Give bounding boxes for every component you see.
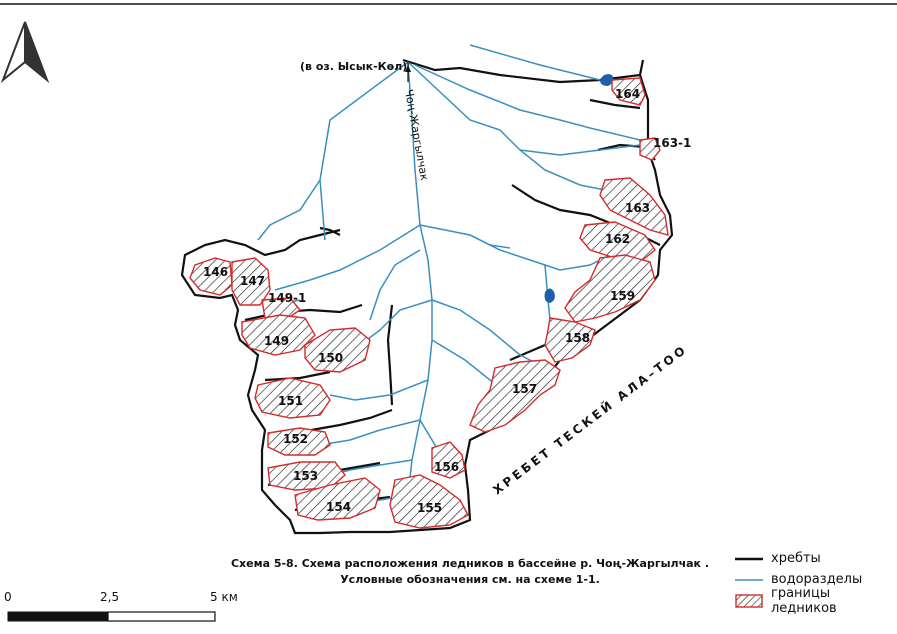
scale-bar bbox=[7, 611, 216, 622]
glacier-label: 163 bbox=[625, 201, 650, 215]
glacier-163-1 bbox=[639, 137, 661, 161]
glacier-label: 159 bbox=[610, 289, 635, 303]
scale-tick-0: 0 bbox=[4, 590, 12, 604]
legend: хребты водоразделы границы ледников bbox=[735, 548, 897, 616]
watershed-line-icon bbox=[735, 577, 763, 583]
outlet-label: (в оз. Ысык-Көл) bbox=[300, 60, 407, 73]
glacier-159 bbox=[564, 254, 656, 323]
map-caption: Схема 5-8. Схема расположения ледников в… bbox=[190, 556, 750, 588]
glacier-149-1 bbox=[261, 297, 302, 321]
glacier-label: 157 bbox=[512, 382, 537, 396]
glacier-label: 163-1 bbox=[653, 136, 691, 150]
river-label: Чоң-Жаргылчак bbox=[402, 88, 431, 182]
glacier-layer bbox=[189, 77, 669, 529]
glacier-154 bbox=[294, 477, 381, 521]
glacier-153 bbox=[267, 461, 346, 491]
legend-item-ridges: хребты bbox=[735, 548, 897, 569]
glacier-hatch-icon bbox=[735, 593, 763, 608]
scale-tick-5: 5 км bbox=[210, 590, 238, 604]
glacier-150 bbox=[304, 327, 371, 373]
legend-item-watersheds: водоразделы bbox=[735, 569, 897, 590]
glacier-label: 152 bbox=[283, 432, 308, 446]
glacier-label: 149-1 bbox=[268, 291, 306, 305]
glacier-label: 146 bbox=[203, 265, 228, 279]
scale-tick-2-5: 2,5 bbox=[100, 590, 120, 604]
glacier-labels: 164 163-1 163 162 159 158 157 146 147 14… bbox=[203, 87, 691, 515]
outlet-arrow bbox=[405, 62, 411, 82]
glacier-label: 156 bbox=[434, 460, 459, 474]
glacier-label: 162 bbox=[605, 232, 630, 246]
caption-line-1: Схема 5-8. Схема расположения ледников в… bbox=[230, 557, 710, 570]
glacier-label: 150 bbox=[318, 351, 343, 365]
glacier-label: 155 bbox=[417, 501, 442, 515]
glacier-163 bbox=[599, 177, 669, 236]
glacier-156 bbox=[431, 441, 466, 479]
glacier-label: 153 bbox=[293, 469, 318, 483]
legend-label: хребты bbox=[771, 551, 821, 566]
glacier-155 bbox=[389, 474, 469, 529]
glacier-152 bbox=[267, 427, 331, 456]
lake-mid bbox=[544, 288, 555, 303]
glacier-label: 147 bbox=[240, 274, 265, 288]
caption-line-2: Условные обозначения см. на схеме 1-1. bbox=[340, 573, 600, 586]
lake-upper bbox=[600, 74, 614, 86]
glacier-146 bbox=[189, 257, 233, 296]
legend-item-glaciers: границы ледников bbox=[735, 586, 897, 616]
ridge-line-icon bbox=[735, 556, 763, 562]
glacier-158 bbox=[544, 317, 596, 363]
watershed-network bbox=[257, 44, 641, 521]
glacier-label: 149 bbox=[264, 334, 289, 348]
glacier-164 bbox=[611, 77, 646, 106]
glacier-151 bbox=[254, 377, 331, 419]
glacier-147 bbox=[231, 257, 271, 306]
glacier-label: 154 bbox=[326, 500, 351, 514]
glacier-label: 164 bbox=[615, 87, 640, 101]
north-arrow-icon bbox=[0, 21, 50, 84]
glacier-label: 151 bbox=[278, 394, 303, 408]
legend-label: границы ледников bbox=[771, 585, 837, 616]
glacier-157 bbox=[469, 359, 561, 433]
glacier-label: 158 bbox=[565, 331, 590, 345]
legend-label: водоразделы bbox=[771, 572, 863, 587]
basin-ridge-outline bbox=[180, 58, 674, 535]
glacier-149 bbox=[241, 314, 316, 356]
